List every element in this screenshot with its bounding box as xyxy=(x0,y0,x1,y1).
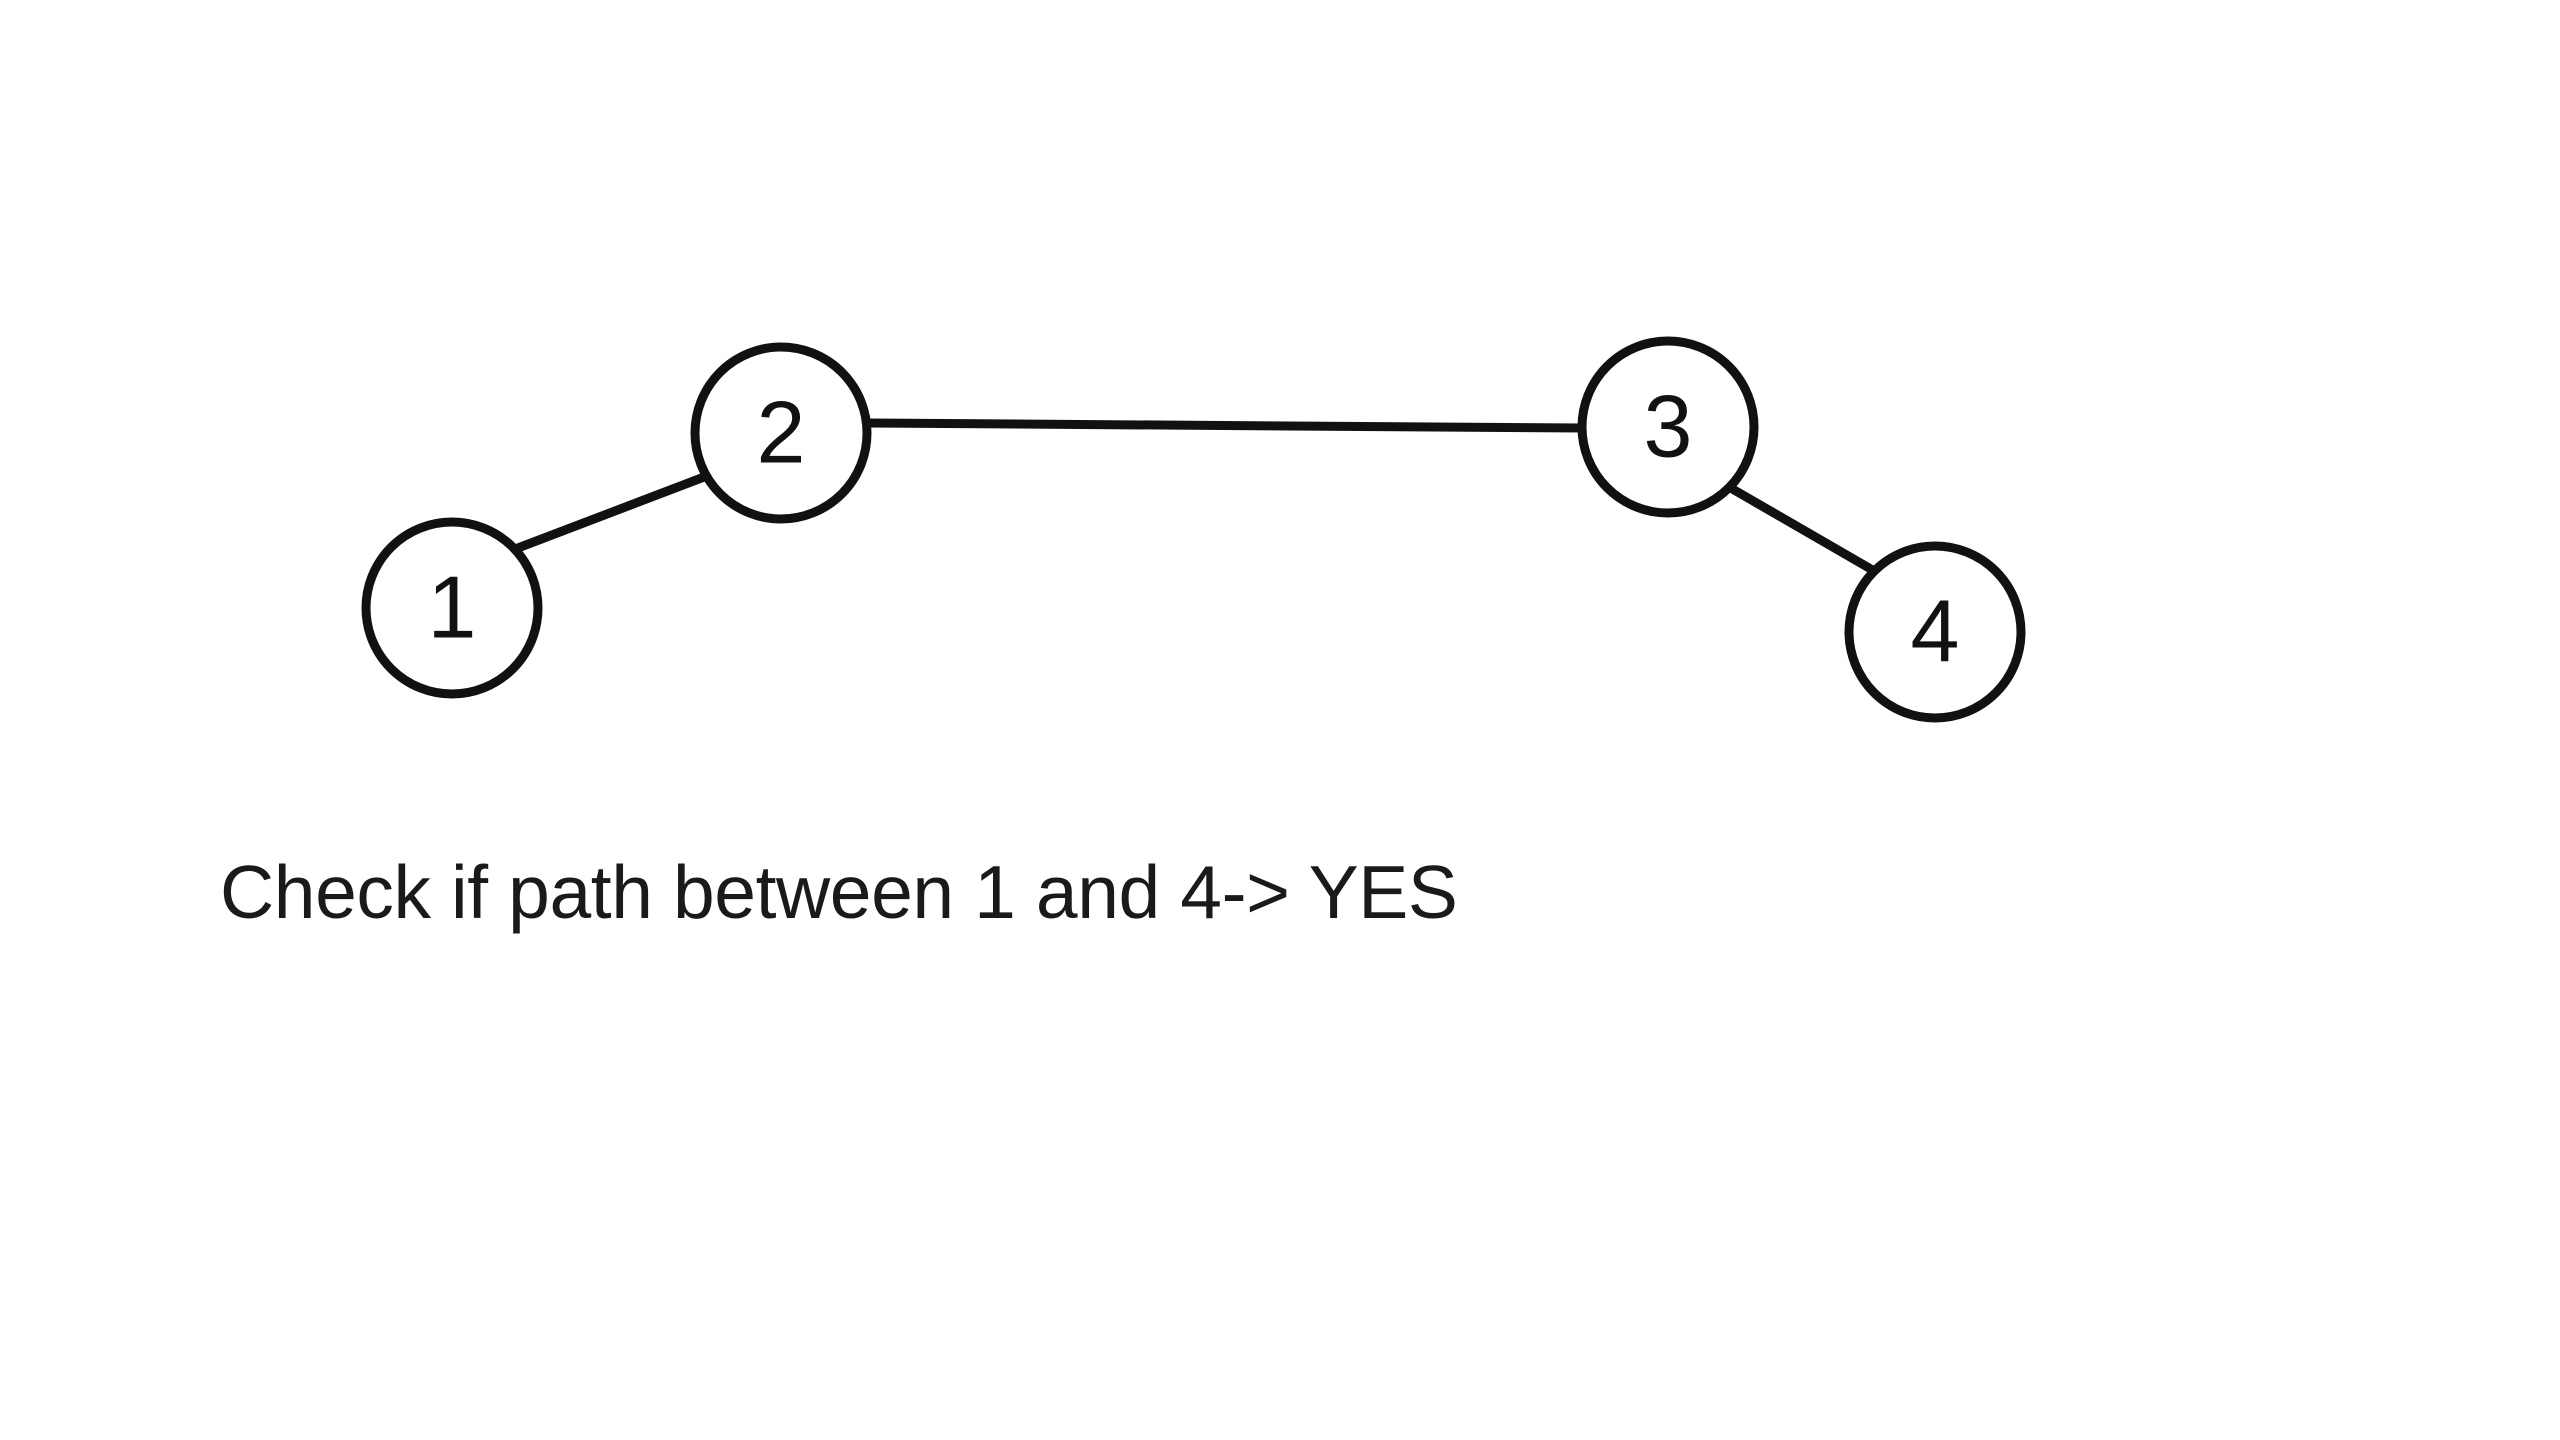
node-4-label: 4 xyxy=(1911,581,1960,680)
edge-3-4 xyxy=(1726,483,1879,576)
node-4-circle[interactable] xyxy=(1844,541,2026,723)
edge-1-2 xyxy=(508,469,714,556)
node-group: 1 2 3 4 xyxy=(361,336,2026,723)
node-3-circle[interactable] xyxy=(1577,336,1759,518)
edge-group xyxy=(508,418,1879,576)
node-1[interactable]: 1 xyxy=(361,517,543,699)
node-1-circle[interactable] xyxy=(361,517,543,699)
node-3[interactable]: 3 xyxy=(1577,336,1759,518)
node-2-label: 2 xyxy=(757,382,806,481)
node-2[interactable]: 2 xyxy=(690,342,872,524)
node-3-label: 3 xyxy=(1644,376,1693,475)
edge-2-3 xyxy=(865,418,1583,433)
caption-text: Check if path between 1 and 4-> YES xyxy=(220,850,1458,934)
node-2-circle[interactable] xyxy=(690,342,872,524)
node-4[interactable]: 4 xyxy=(1844,541,2026,723)
node-1-label: 1 xyxy=(428,557,477,656)
